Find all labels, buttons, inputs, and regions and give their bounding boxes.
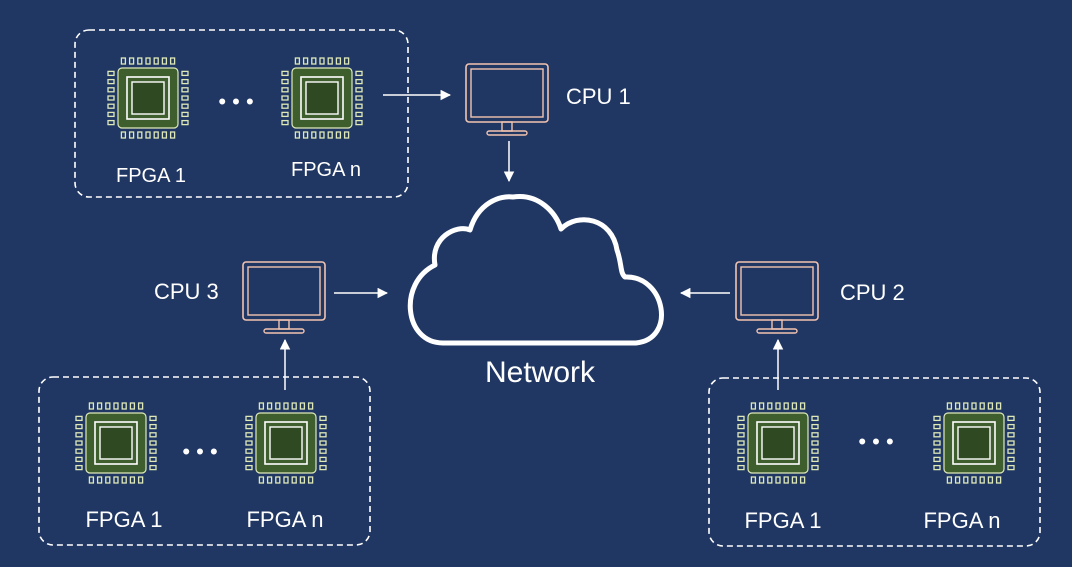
- group-3-border: [38, 376, 371, 546]
- cpu-2-monitor-icon: [735, 261, 819, 334]
- fpga-group-2: • • • FPGA 1 FPGA n: [708, 377, 1041, 547]
- fpga-n-label: FPGA n: [246, 507, 323, 532]
- network-label: Network: [485, 356, 596, 389]
- fpga-group-3: • • • FPGA 1 FPGA n: [38, 376, 371, 546]
- fpga-1-label: FPGA 1: [85, 507, 162, 532]
- fpga-group-1: • • • FPGA 1 FPGA n: [74, 29, 409, 198]
- group-1-border: [74, 29, 409, 198]
- fpga-chip-icon: [245, 402, 327, 484]
- network-cloud-icon: [407, 194, 664, 346]
- fpga-1-label: FPGA 1: [744, 508, 821, 533]
- cpu-3-monitor-icon: [242, 261, 326, 334]
- cpu-2-label: CPU 2: [840, 280, 905, 305]
- fpga-n-label: FPGA n: [923, 508, 1000, 533]
- fpga-n-label: FPGA n: [291, 159, 361, 181]
- connection-arrows: [279, 89, 784, 390]
- fpga-chip-icon: [281, 57, 363, 139]
- fpga-chip-icon: [933, 402, 1015, 484]
- group-2-border: [708, 377, 1041, 547]
- fpga-chip-icon: [75, 402, 157, 484]
- fpga-ellipsis: • • •: [218, 89, 253, 114]
- fpga-1-label: FPGA 1: [116, 165, 186, 187]
- fpga-ellipsis: • • •: [182, 439, 217, 464]
- fpga-chip-icon: [107, 57, 189, 139]
- cpu-1-label: CPU 1: [566, 84, 631, 109]
- cpu-1-monitor-icon: [465, 63, 549, 136]
- fpga-ellipsis: • • •: [858, 429, 893, 454]
- cpu-3-label: CPU 3: [154, 279, 219, 304]
- fpga-chip-icon: [737, 402, 819, 484]
